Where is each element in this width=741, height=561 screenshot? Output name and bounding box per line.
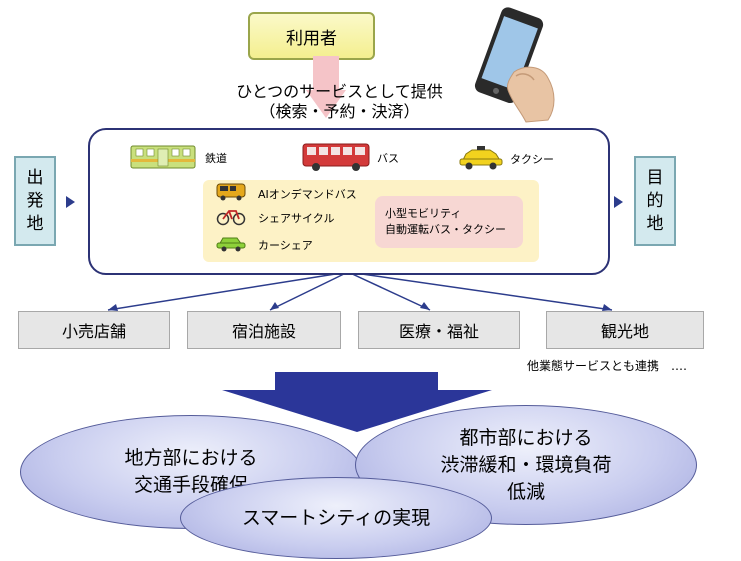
taxi-icon bbox=[459, 146, 503, 170]
taxi-label: タクシー bbox=[510, 153, 554, 166]
service-description: ひとつのサービスとして提供 （検索・予約・決済） bbox=[232, 82, 447, 122]
connector-medical bbox=[347, 271, 431, 311]
departure-char-3: 地 bbox=[26, 213, 44, 234]
sector-lodging-label: 宿泊施設 bbox=[231, 322, 296, 341]
sector-medical: 医療・福祉 bbox=[358, 311, 520, 349]
urban-line3: 低減 bbox=[506, 480, 545, 503]
rail-label: 鉄道 bbox=[205, 152, 227, 165]
connector-medical-head bbox=[420, 302, 430, 310]
rural-line1: 地方部における bbox=[124, 447, 258, 469]
user-box: 利用者 bbox=[248, 12, 375, 60]
service-line2: （検索・予約・決済） bbox=[259, 102, 420, 121]
connector-tourism bbox=[347, 271, 613, 311]
departure-char-2: 発 bbox=[26, 190, 44, 211]
urban-line2: 渋滞緩和・環境負荷 bbox=[440, 453, 612, 476]
user-label: 利用者 bbox=[286, 28, 337, 49]
destination-char-2: 的 bbox=[646, 190, 664, 211]
sector-lodging: 宿泊施設 bbox=[187, 311, 341, 349]
sector-retail-label: 小売店舗 bbox=[61, 322, 126, 341]
pink-down-arrow bbox=[306, 56, 346, 118]
small-mobility-line1: 小型モビリティ bbox=[385, 207, 462, 220]
departure-char-1: 出 bbox=[26, 167, 44, 188]
sector-tourism: 観光地 bbox=[546, 311, 704, 349]
connector-retail-head bbox=[108, 304, 118, 311]
smart-city-label: スマートシティの実現 bbox=[241, 506, 431, 529]
bicycle-icon bbox=[216, 210, 246, 226]
departure-box: 出 発 地 bbox=[14, 156, 56, 246]
bus-label: バス bbox=[377, 152, 399, 165]
other-services-note: 他業態サービスとも連携 ‥‥ bbox=[527, 359, 688, 373]
bus-icon bbox=[302, 143, 370, 171]
big-down-arrow bbox=[222, 372, 492, 432]
sector-medical-label: 医療・福祉 bbox=[398, 322, 479, 341]
ai-bus-icon bbox=[216, 183, 246, 201]
connector-lodging-head bbox=[270, 302, 279, 310]
connector-tourism-head bbox=[602, 304, 612, 311]
sector-tourism-label: 観光地 bbox=[600, 322, 649, 341]
destination-char-1: 目 bbox=[646, 167, 664, 188]
connector-retail bbox=[107, 271, 349, 311]
small-mobility-line2: 自動運転バス・タクシー bbox=[385, 223, 506, 236]
departure-arrow-icon bbox=[66, 196, 75, 208]
destination-box: 目 的 地 bbox=[634, 156, 676, 246]
destination-arrow-icon bbox=[614, 196, 623, 208]
urban-line1: 都市部における bbox=[459, 426, 593, 449]
smart-city-ellipse: スマートシティの実現 bbox=[180, 477, 492, 559]
ai-bus-label: AIオンデマンドバス bbox=[258, 188, 357, 201]
service-line1: ひとつのサービスとして提供 bbox=[236, 82, 443, 101]
car-share-label: カーシェア bbox=[258, 239, 313, 252]
car-share-icon bbox=[216, 237, 246, 252]
smartphone-icon bbox=[474, 7, 555, 123]
destination-char-3: 地 bbox=[646, 213, 664, 234]
bike-share-label: シェアサイクル bbox=[258, 212, 335, 225]
train-icon bbox=[130, 145, 196, 169]
sector-retail: 小売店舗 bbox=[18, 311, 170, 349]
small-mobility-box: 小型モビリティ 自動運転バス・タクシー bbox=[375, 196, 523, 248]
connector-lodging bbox=[269, 271, 349, 311]
